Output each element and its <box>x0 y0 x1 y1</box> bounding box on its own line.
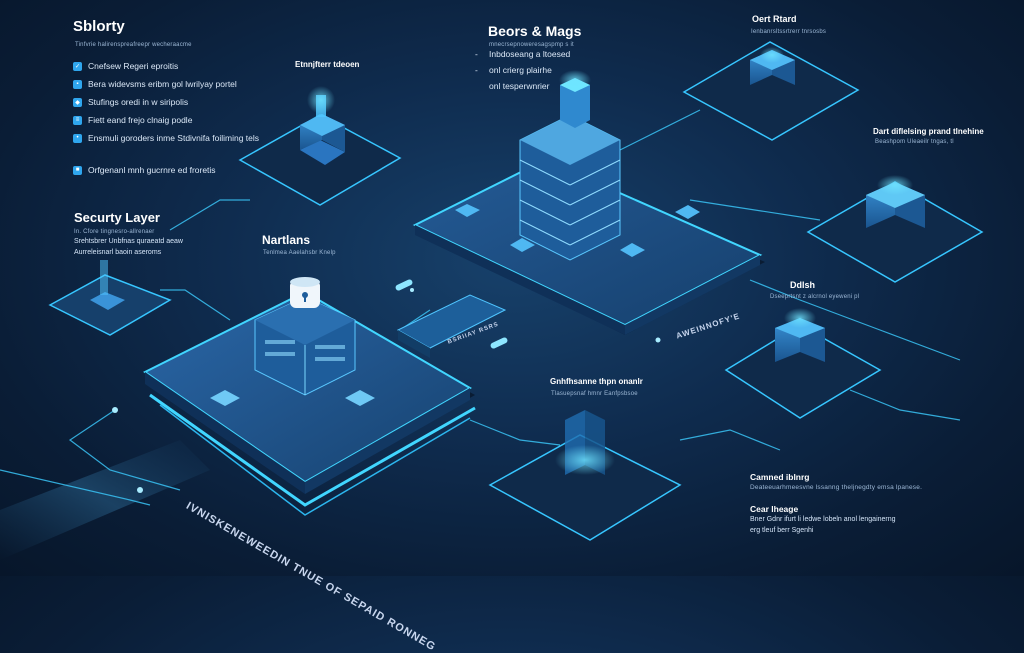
connector-line <box>0 469 151 506</box>
lock-icon <box>290 277 320 308</box>
feature-label: Ensmuli goroders inme Stdivnifa foilimin… <box>88 133 260 143</box>
section-line: -Inbdoseang a ltoesed <box>475 49 571 59</box>
node-subtitle: Beashpom Uleaeilr tngas, tl <box>875 139 954 145</box>
feature-label: Cnefsew Regeri eproitis <box>88 61 179 71</box>
node-title: Gnhfhsanne thpn onanlr <box>550 377 643 386</box>
section-lines: -Inbdoseang a ltoesed -onl crierg plairh… <box>475 46 570 94</box>
document-icon: ≡ <box>73 115 82 125</box>
connector-line <box>749 279 961 361</box>
node-platform-bottom <box>488 410 682 541</box>
node-title: Etnnjfterr tdeoen <box>295 60 360 69</box>
device-icon <box>455 204 480 217</box>
node-subtitle: Tenlmea Aaelahsbr Knelp <box>263 250 336 256</box>
feature-label: Fiett eand frejo clnaig podle <box>88 115 193 125</box>
connector-line <box>160 289 231 321</box>
node-dots <box>112 288 661 493</box>
node-platform-ddlsh <box>724 308 882 419</box>
section-line: onl tesperwnrier <box>489 81 550 91</box>
node-subtitle: Tlasuepsnaf hmnr Eanfpsbsoe <box>551 391 638 397</box>
device-icon <box>210 390 240 406</box>
security-line: In. Cfore tingnesro-allrenaer <box>74 229 155 235</box>
feature-label: Orfgenanl mnh gucrnre ed froretis <box>88 165 216 175</box>
feature-list: ✓ Cnefsew Regeri eproitis ▪ Bera widevsm… <box>73 57 259 179</box>
panel-subtitle: Tinfvrie halirenspreafreepr wecheraacme <box>75 42 192 48</box>
connector-line <box>679 429 781 451</box>
panel-title: Sblorty <box>73 18 125 35</box>
node-title: Ddlsh <box>790 280 816 290</box>
device-icon <box>675 205 700 219</box>
feature-item: ≡ Fiett eand frejo clnaig podle <box>73 111 259 129</box>
panel-subtitle: Deateeuarhmeesvne lssanng theljnegdty em… <box>750 484 923 491</box>
connector-bridge <box>395 279 508 358</box>
panel-title: Camned iblnrg <box>750 472 810 482</box>
device-icon <box>510 238 535 252</box>
device-icon <box>345 390 375 406</box>
connector-line <box>169 199 250 231</box>
section-subtitle: mnecrsepnoweresagspmp s it <box>489 42 574 48</box>
feature-item: ■ Orfgenanl mnh gucrnre ed froretis <box>73 161 259 179</box>
node-subtitle: Dseeprtsnt z alcrnol eyeweni pl <box>770 294 860 300</box>
panel-item-line: erg tleuf berr Sgenhi <box>750 527 814 534</box>
lock-icon: ▪ <box>73 79 82 89</box>
panel-item-title: Cear lheage <box>750 504 799 514</box>
panel-item-line: Bner Gdnr ifurt li ledwe lobeln anol len… <box>750 516 896 523</box>
connector-line <box>849 389 961 421</box>
security-layer-title: Securty Layer <box>74 210 160 225</box>
key-icon: • <box>73 133 82 143</box>
feature-label: Bera widevsms eribm gol lwrilyay portel <box>88 79 237 89</box>
server-tower <box>519 70 621 261</box>
node-subtitle: Ienbanrsltssrtrerr tnrsosbs <box>751 29 827 35</box>
node-platform-right <box>806 175 984 283</box>
light-beam <box>0 440 210 560</box>
feature-item: ◆ Stufings oredi in w siripolis <box>73 93 259 111</box>
section-line: -onl crierg plairhe <box>475 65 552 75</box>
node-title: Dart diflelsing prand tlnehine <box>873 127 984 136</box>
security-line: Aurreleisnarl baoin aseroms <box>74 249 162 256</box>
connector-line <box>469 419 561 446</box>
node-title: Oert Rtard <box>752 14 797 24</box>
feature-label: Stufings oredi in w siripolis <box>88 97 189 107</box>
feature-item: ▪ Bera widevsms eribm gol lwrilyay porte… <box>73 75 259 93</box>
device-icon <box>620 243 645 257</box>
server-icon: ■ <box>73 165 82 175</box>
security-line: Srehtsbrer Unbfnas quraeatd aeaw <box>74 238 183 245</box>
architecture-diagram <box>0 41 984 560</box>
connector-line <box>689 199 821 221</box>
shield-icon: ◆ <box>73 97 82 107</box>
feature-item: ✓ Cnefsew Regeri eproitis <box>73 57 259 75</box>
section-title: Beors & Mags <box>488 23 582 39</box>
feature-item: • Ensmuli goroders inme Stdivnifa foilim… <box>73 129 259 147</box>
node-platform-top-right <box>682 41 860 141</box>
platform-upper <box>412 70 765 335</box>
server-box <box>254 296 356 396</box>
platform-main <box>143 277 476 516</box>
check-icon: ✓ <box>73 61 82 71</box>
connector-line <box>68 409 181 491</box>
node-platform-top-left <box>238 86 402 206</box>
node-title: Nartlans <box>262 233 311 247</box>
node-platform-security <box>48 260 172 336</box>
